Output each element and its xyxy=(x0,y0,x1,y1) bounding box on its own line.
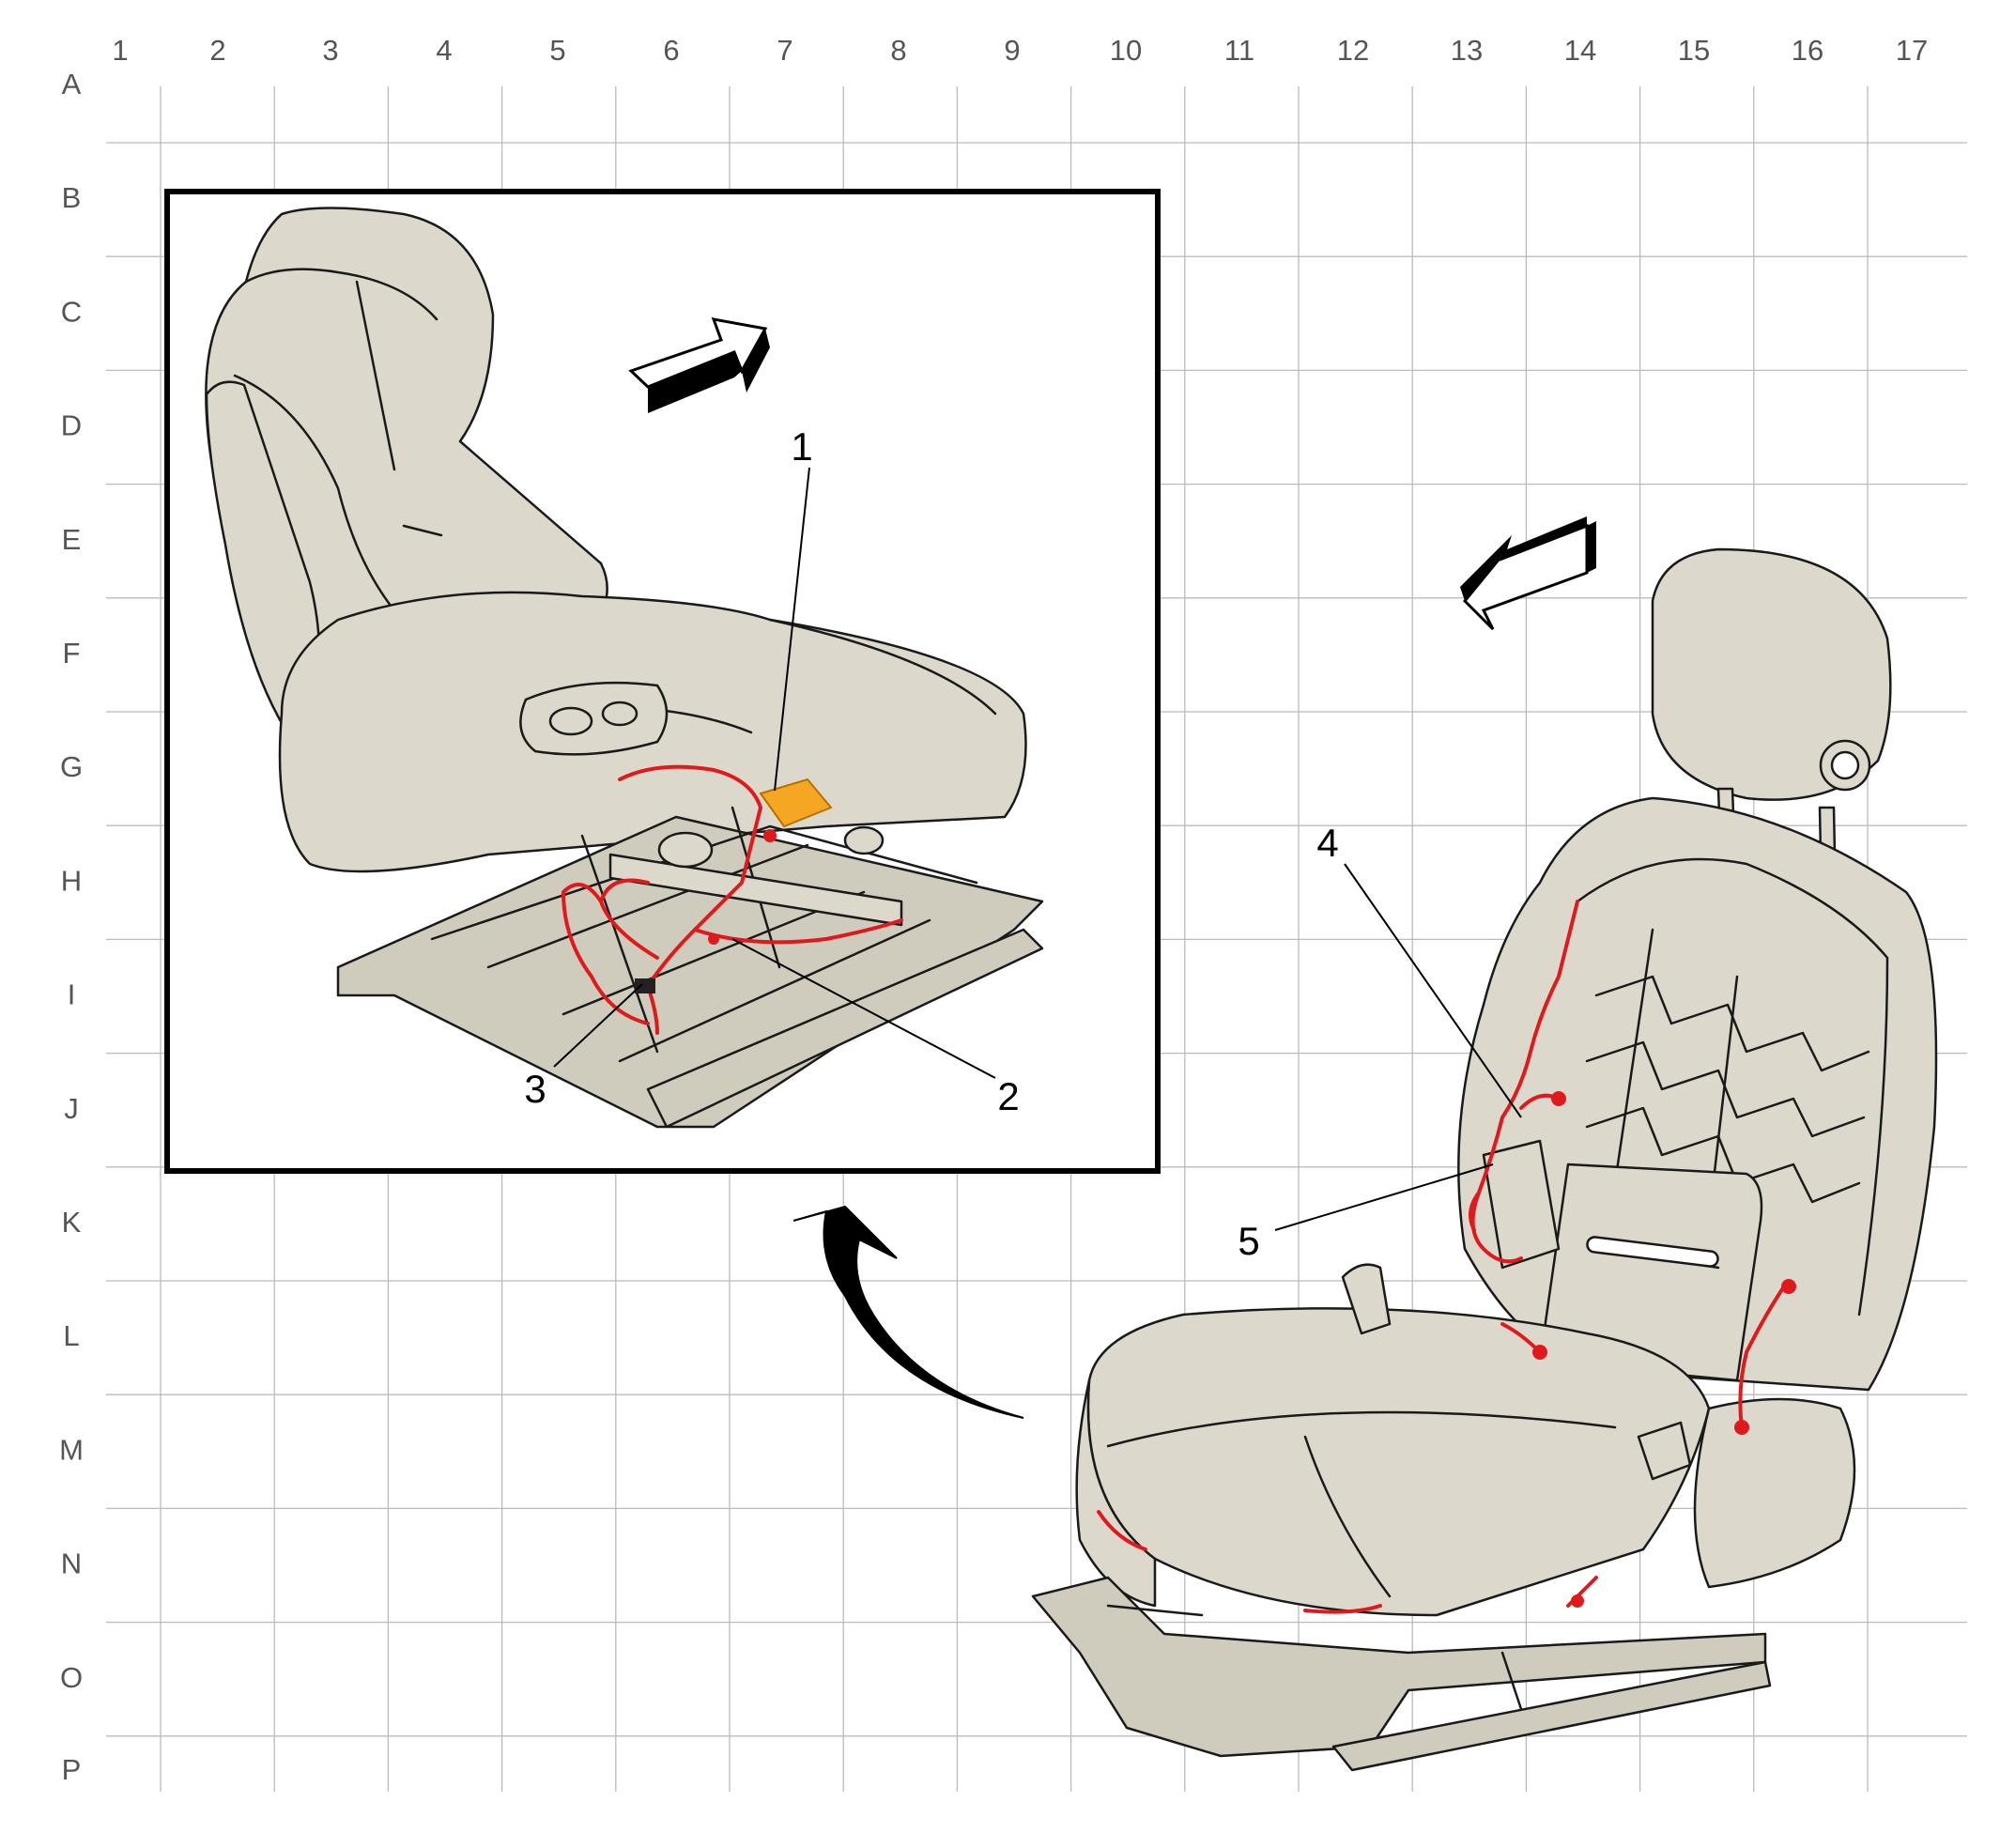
grid-column-label: 17 xyxy=(1896,34,1928,67)
callout-5-leader xyxy=(1274,1163,1494,1231)
grid-row-label: P xyxy=(62,1753,82,1786)
grid-column-label: 7 xyxy=(777,34,792,67)
grid-row-label: J xyxy=(64,1092,79,1125)
grid-column-label: 16 xyxy=(1792,34,1823,67)
grid-column-label: 13 xyxy=(1451,34,1483,67)
grid-row-label: F xyxy=(63,637,81,670)
seat-back-harness xyxy=(1469,900,1786,1429)
callout-3-label: 3 xyxy=(524,1067,546,1111)
forward-direction-arrow-icon xyxy=(628,317,770,413)
grid-row-label: H xyxy=(61,864,82,897)
grid-row-labels: A B C D E F G H I J K L M N O P xyxy=(59,68,84,1786)
grid-column-label: 3 xyxy=(322,34,338,67)
callout-3-leader xyxy=(553,983,643,1068)
grid-row-label: G xyxy=(60,750,83,783)
main-seat-illustration xyxy=(1031,547,1938,1772)
grid-row-label: C xyxy=(61,295,82,328)
grid-row-label: D xyxy=(61,409,82,442)
curved-view-arrow-icon xyxy=(792,1205,1024,1419)
grid-column-label: 9 xyxy=(1004,34,1020,67)
seat-track-harness xyxy=(562,764,903,1035)
highlighted-control-module xyxy=(759,778,833,828)
callout-1-label: 1 xyxy=(791,424,812,469)
grid-row-label: N xyxy=(61,1548,82,1580)
grid-column-label: 11 xyxy=(1224,34,1254,67)
grid-column-label: 14 xyxy=(1564,34,1596,67)
callout-4-label: 4 xyxy=(1316,821,1338,865)
callout-4-leader xyxy=(1344,863,1522,1118)
grid-column-label: 1 xyxy=(112,34,128,67)
grid-column-label: 2 xyxy=(209,34,225,67)
grid-row-label: E xyxy=(62,523,82,556)
grid-column-label: 10 xyxy=(1110,34,1142,67)
grid-row-label: L xyxy=(63,1319,79,1352)
grid-column-label: 5 xyxy=(549,34,565,67)
grid-row-label: A xyxy=(62,68,82,100)
grid-column-label: 4 xyxy=(436,34,452,67)
grid-column-label: 6 xyxy=(663,34,679,67)
callout-2-label: 2 xyxy=(997,1074,1019,1118)
grid-row-label: B xyxy=(62,181,82,214)
grid-row-label: K xyxy=(62,1206,82,1239)
inset-seat-illustration xyxy=(205,207,1044,1129)
grid-row-label: O xyxy=(60,1661,83,1694)
callout-1-leader xyxy=(774,467,810,792)
grid-column-label: 15 xyxy=(1678,34,1710,67)
callout-5-label: 5 xyxy=(1238,1219,1259,1263)
grid-column-label: 8 xyxy=(890,34,906,67)
grid-column-label: 12 xyxy=(1337,34,1369,67)
grid-row-label: I xyxy=(68,978,76,1011)
callout-2-leader xyxy=(731,938,996,1079)
grid-row-label: M xyxy=(59,1433,84,1466)
forward-direction-arrow-icon xyxy=(1460,516,1596,631)
